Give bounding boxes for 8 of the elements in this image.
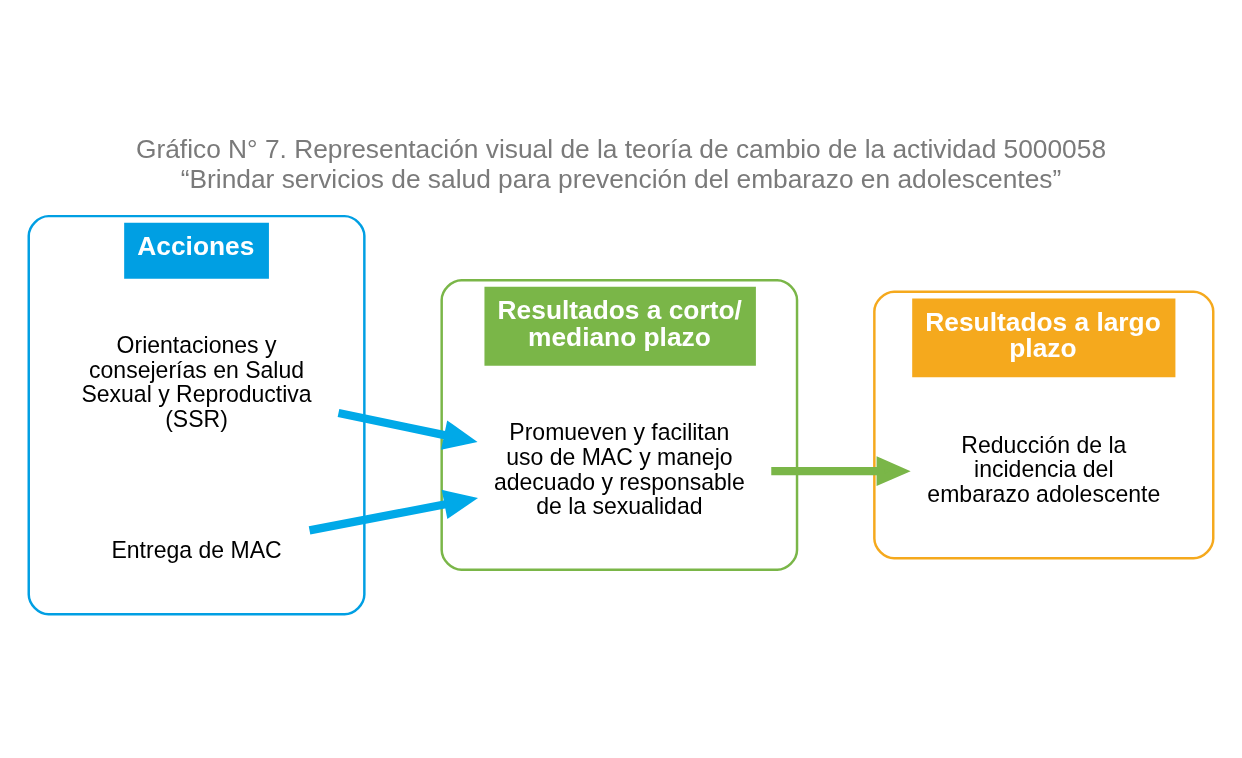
node-text: Reducción de la incidencia del embarazo adolescente xyxy=(927,431,1161,507)
node-text: Entrega de MAC xyxy=(111,536,282,563)
node-text: Orientaciones y consejerías en Salud Sexual y Reproductiva (SSR) xyxy=(81,332,312,433)
arrow xyxy=(337,409,478,450)
diagram-title: Gráfico N° 7. Representación visual de la teoría de cambio de la actividad 5000058 “Brindar servicios de salud para prevención del embarazo en adolescentes” xyxy=(135,134,1107,194)
arrow xyxy=(771,456,911,487)
arrow xyxy=(308,489,478,535)
node-text: Promueven y facilitan uso de MAC y manejo adecuado y responsable de la sexualidad xyxy=(493,419,745,520)
